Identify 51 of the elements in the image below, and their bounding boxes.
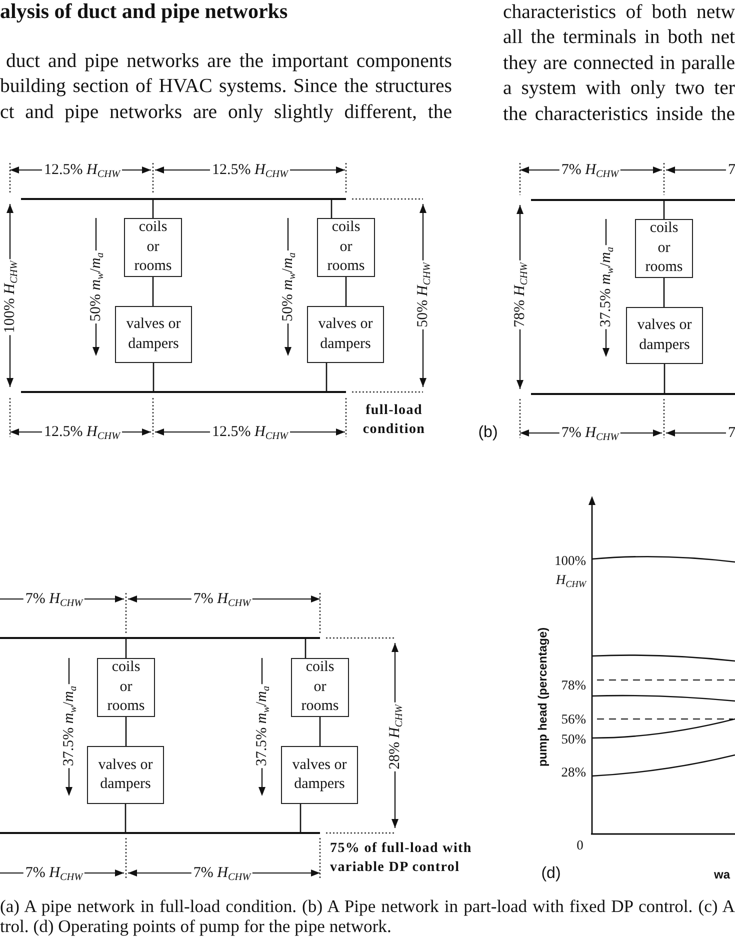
tick-label: 50% xyxy=(561,732,586,748)
pipe-line xyxy=(152,277,154,306)
component-box: valves or dampers xyxy=(307,306,384,363)
pipe-line xyxy=(125,639,127,658)
component-box: valves or dampers xyxy=(87,746,164,804)
pipe-line xyxy=(300,804,302,832)
axis-title: wa xyxy=(714,868,730,882)
pipe-line xyxy=(326,363,328,391)
panel-tag: (d) xyxy=(541,865,561,883)
tick-label: 100% H$_{CHW}$ xyxy=(554,552,586,589)
dimension-label: 7% H$_{CHW}$ xyxy=(191,590,253,608)
body-paragraph: duct and pipe networks are the important components building section of HVAC systems. Since the structures ct and pipe networks are only slightly different, the xyxy=(0,49,452,125)
condition-note: 75% of full-load with variable DP control xyxy=(330,840,473,877)
axis-title: pump head (percentage) xyxy=(536,627,550,767)
component-box: coils or rooms xyxy=(635,219,693,278)
pipe-line xyxy=(345,277,347,306)
condition-note: full-load condition xyxy=(362,402,426,439)
pipe-line xyxy=(152,363,154,391)
dimension-label: 12.5% H$_{CHW}$ xyxy=(42,162,122,178)
dimension-label: 7% H$_{CHW}$ xyxy=(191,864,253,882)
pipe-line xyxy=(125,717,127,746)
dimension-label: 7% H$_{CHW}$ xyxy=(23,864,85,882)
tick-label: 56% xyxy=(561,712,586,728)
dimension-label: 12.5% H$_{CHW}$ xyxy=(42,424,122,440)
pipe-line xyxy=(330,200,332,218)
figure-caption: (a) A pipe network in full-load condition. (b) A Pipe network in part-load with fixed DP control. (c) A trol. (d) Operating points of pump for the pipe network. xyxy=(0,896,735,936)
component-box: coils or rooms xyxy=(291,658,349,717)
component-box: valves or dampers xyxy=(626,307,703,364)
section-heading: alysis of duct and pipe networks xyxy=(0,0,288,22)
pipe-line xyxy=(152,200,154,218)
pipe-line xyxy=(663,278,665,307)
pipe-line xyxy=(663,201,665,219)
component-box: valves or dampers xyxy=(281,746,358,804)
dimension-label: 12.5% H$_{CHW}$ xyxy=(210,162,290,178)
pipe-line xyxy=(304,639,306,658)
dimension-label: 7% H$_{CHW}$ xyxy=(559,424,621,442)
panel-tag: (b) xyxy=(478,424,498,442)
component-box: coils or rooms xyxy=(317,218,375,277)
tick-label: 28% xyxy=(561,766,586,780)
component-box: coils or rooms xyxy=(97,658,155,717)
component-box: coils or rooms xyxy=(124,218,182,277)
tick-label: 78% xyxy=(561,678,586,694)
tick-label: 0 xyxy=(576,838,584,854)
component-box: valves or dampers xyxy=(115,306,192,363)
dimension-label: 7% H$_{CHW}$ xyxy=(559,162,621,178)
dimension-label: 7% H$_{CHW}$ xyxy=(23,590,85,608)
pipe-line xyxy=(319,717,321,746)
pipe-line xyxy=(664,364,666,393)
pipe-line xyxy=(124,804,126,832)
body-paragraph: characteristics of both netw all the terminals in both net they are connected in paralle a system with only two ter the characteristics inside the xyxy=(503,0,735,127)
dimension-label: 12.5% H$_{CHW}$ xyxy=(210,424,290,440)
